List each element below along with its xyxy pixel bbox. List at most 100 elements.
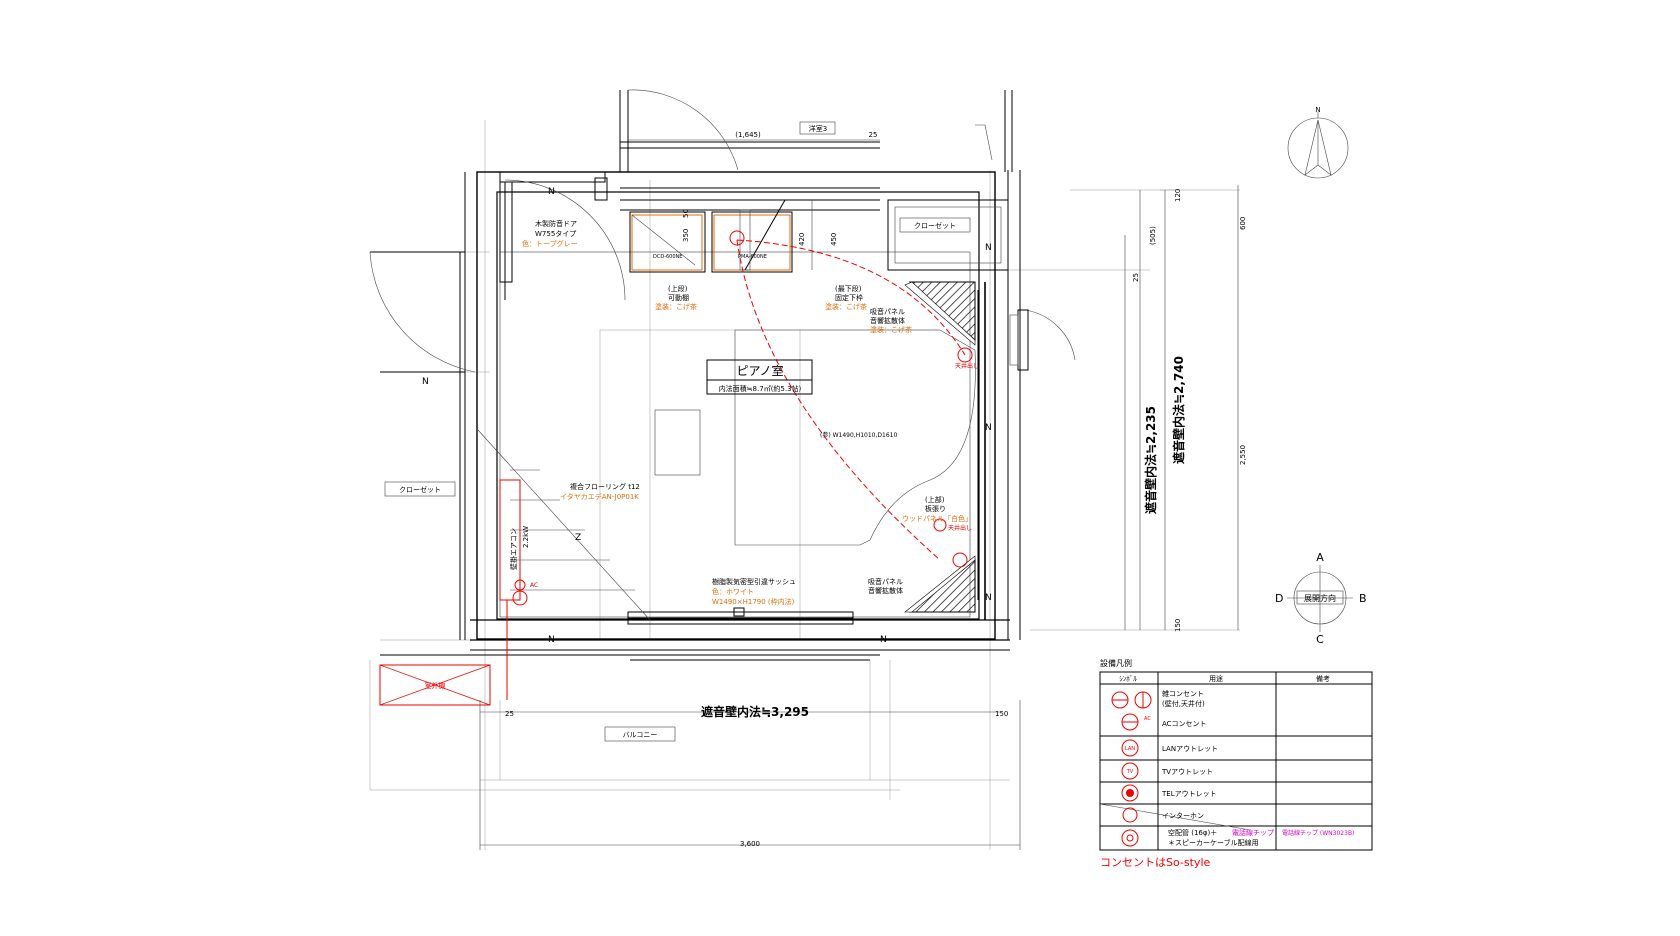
- north-compass: [1287, 112, 1349, 179]
- svg-text:2.2kW: 2.2kW: [522, 526, 530, 548]
- svg-text:N: N: [985, 593, 992, 603]
- svg-text:塗装：こげ茶: 塗装：こげ茶: [825, 302, 867, 311]
- dimension-texts: (1,645) 25 120 (505) 25 600 2,550 150 35…: [505, 131, 1247, 848]
- stair-lines: [477, 429, 651, 621]
- svg-text:ウッドパネル「白色」: ウッドパネル「白色」: [902, 514, 972, 523]
- svg-text:600: 600: [1239, 217, 1247, 230]
- svg-text:天井出し: 天井出し: [955, 362, 979, 370]
- wall-width-label: 遮音壁内法≒3,295: [701, 704, 809, 719]
- wall-height-label-1: 遮音壁内法≒2,740: [1171, 356, 1186, 464]
- svg-text:N: N: [422, 377, 429, 387]
- svg-text:450: 450: [830, 233, 838, 246]
- soundproof-door: [499, 171, 626, 301]
- svg-text:壁掛エアコン: 壁掛エアコン: [509, 528, 518, 570]
- svg-text:音響拡散体: 音響拡散体: [870, 316, 905, 325]
- svg-text:25: 25: [1132, 273, 1140, 282]
- svg-text:25: 25: [505, 710, 514, 718]
- svg-text:塗装：こげ茶: 塗装：こげ茶: [655, 302, 697, 311]
- annotation-texts: 木製防音ドア W755タイプ 色：トープグレー DCD-600NE PMA-60…: [509, 219, 979, 606]
- legend-table: [1099, 671, 1373, 851]
- legend-texts: 設備凡例 ｼﾝﾎﾞﾙ 用途 備考 雑コンセント (壁付,天井付) ACコンセント…: [1100, 658, 1354, 869]
- wall-dimension-texts: 遮音壁内法≒3,295 遮音壁内法≒2,740 遮音壁内法≒2,235: [701, 356, 1186, 719]
- svg-text:Z: Z: [575, 533, 581, 543]
- svg-text:イタヤカエデAN-J0P01K: イタヤカエデAN-J0P01K: [560, 492, 639, 501]
- svg-text:LANアウトレット: LANアウトレット: [1162, 745, 1218, 753]
- svg-text:N: N: [880, 635, 887, 645]
- svg-text:B: B: [1359, 592, 1367, 605]
- svg-text:AC: AC: [1144, 716, 1151, 722]
- svg-text:(上部): (上部): [925, 495, 945, 504]
- shelves: [629, 199, 813, 273]
- svg-text:N: N: [548, 187, 555, 197]
- svg-text:N: N: [548, 635, 555, 645]
- svg-text:DCD-600NE: DCD-600NE: [653, 254, 682, 260]
- svg-text:W755タイプ: W755タイプ: [535, 229, 576, 238]
- svg-text:塗装：こげ茶: 塗装：こげ茶: [870, 325, 912, 334]
- room-area: 内法面積≒8.7㎡(約5.3帖): [719, 384, 802, 393]
- svg-text:N: N: [985, 423, 992, 433]
- svg-text:W1490×H1790 (枠内法): W1490×H1790 (枠内法): [712, 597, 795, 606]
- svg-text:電話線チップ: 電話線チップ: [1232, 828, 1274, 837]
- svg-text:(最下段): (最下段): [835, 284, 862, 293]
- svg-text:板張り: 板張り: [925, 504, 946, 513]
- svg-text:複合フローリング t12: 複合フローリング t12: [570, 482, 640, 491]
- label-youshitsu: 洋室3: [809, 124, 827, 133]
- legend-row-0-line-2: (壁付,天井付): [1162, 699, 1205, 708]
- outdoor-unit: [379, 664, 491, 706]
- svg-text:インターホン: インターホン: [1162, 811, 1204, 820]
- label-closet-right: クローゼット: [914, 221, 956, 230]
- room-title-box: ピアノ室 内法面積≒8.7㎡(約5.3帖): [706, 359, 813, 395]
- svg-text:D: D: [1275, 592, 1283, 605]
- svg-text:TV: TV: [1126, 769, 1134, 775]
- svg-text:25: 25: [869, 131, 878, 139]
- wall-height-label-2: 遮音壁内法≒2,235: [1143, 406, 1158, 514]
- svg-text:吸音パネル: 吸音パネル: [870, 307, 905, 316]
- svg-text:(参) W1490,H1010,D1610: (参) W1490,H1010,D1610: [820, 431, 897, 439]
- svg-text:空配管 (16φ)＋: 空配管 (16φ)＋: [1168, 828, 1217, 837]
- svg-text:吸音パネル: 吸音パネル: [868, 577, 903, 586]
- walls: [370, 90, 1021, 661]
- svg-text:天井出し: 天井出し: [948, 524, 972, 532]
- svg-text:PMA-600NE: PMA-600NE: [738, 254, 767, 260]
- legend-footer: コンセントはSo-style: [1100, 856, 1210, 869]
- svg-text:N: N: [985, 243, 992, 253]
- svg-text:50: 50: [682, 209, 690, 218]
- svg-text:150: 150: [995, 710, 1008, 718]
- svg-text:420: 420: [798, 233, 806, 246]
- north-label: N: [1315, 106, 1320, 114]
- area-labels: 洋室3 クローゼット クローゼット バルコニー 室外機: [384, 121, 971, 742]
- svg-text:色：トープグレー: 色：トープグレー: [522, 239, 578, 248]
- absorber-panels: [904, 281, 976, 613]
- svg-text:木製防音ドア: 木製防音ドア: [535, 219, 577, 228]
- svg-text:音響拡散体: 音響拡散体: [868, 586, 903, 595]
- svg-text:C: C: [1316, 633, 1324, 646]
- legend-row-0-line-1: 雑コンセント: [1162, 689, 1204, 698]
- svg-text:(505): (505): [1149, 226, 1157, 245]
- svg-text:3,600: 3,600: [740, 840, 760, 848]
- room-title: ピアノ室: [737, 363, 784, 378]
- outlet-symbols: [512, 230, 973, 606]
- svg-text:LAN: LAN: [1125, 746, 1135, 752]
- piano-outline: [654, 329, 976, 546]
- svg-text:350: 350: [682, 229, 690, 242]
- svg-text:備考: 備考: [1316, 674, 1330, 683]
- direction-marker: [1287, 565, 1353, 632]
- svg-text:展開方向: 展開方向: [1304, 593, 1336, 603]
- svg-text:電話線チップ (WN3023B): 電話線チップ (WN3023B): [1282, 829, 1354, 837]
- svg-text:TVアウトレット: TVアウトレット: [1161, 768, 1213, 776]
- label-closet-left: クローゼット: [399, 485, 441, 494]
- svg-text:120: 120: [1174, 189, 1182, 202]
- svg-text:(1,645): (1,645): [735, 131, 761, 139]
- label-outdoor-unit: 室外機: [425, 681, 446, 690]
- label-balcony: バルコニー: [623, 731, 658, 739]
- window-sash: [627, 607, 854, 625]
- dimension-lines: [479, 139, 1239, 850]
- svg-text:A: A: [1316, 551, 1324, 564]
- door-swings: [369, 89, 1076, 373]
- n-markers: N N N N N N N Z: [422, 187, 992, 645]
- svg-text:(上段): (上段): [668, 284, 688, 293]
- svg-text:TELアウトレット: TELアウトレット: [1161, 790, 1217, 798]
- wiring-lines: [506, 239, 966, 700]
- svg-text:固定下枠: 固定下枠: [835, 293, 863, 302]
